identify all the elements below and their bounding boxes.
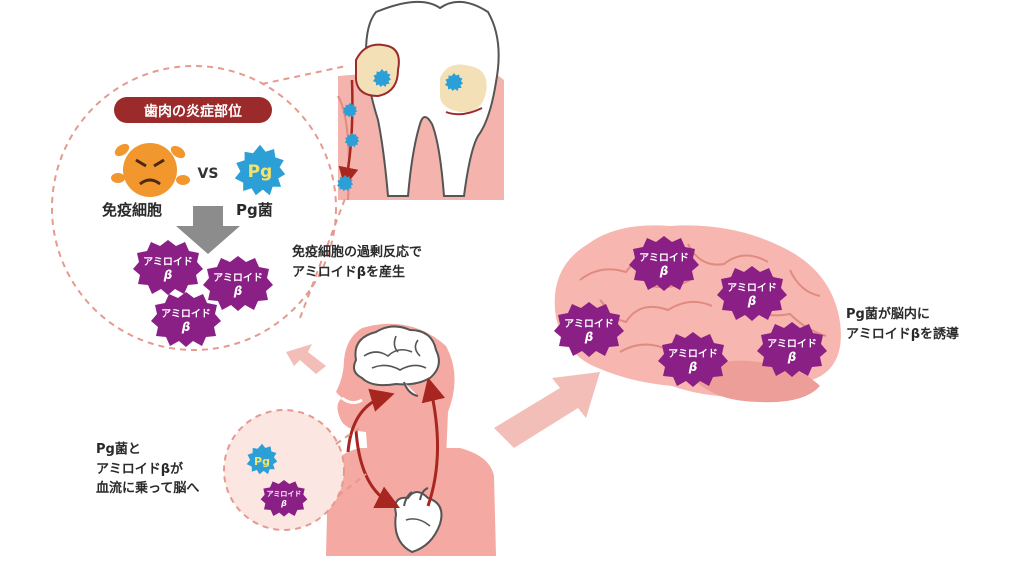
amyloid-label: β: [584, 330, 594, 344]
overreaction-caption-line2: アミロイドβを産生: [292, 264, 406, 280]
amyloid-label: β: [181, 320, 191, 334]
bloodstream-caption-line3: 血流に乗って脳へ: [96, 481, 200, 496]
pink-arrow-to-brain: [494, 372, 600, 448]
amyloid-label: アミロイド: [727, 282, 777, 294]
bloodstream-caption-line2: アミロイドβが: [96, 461, 184, 477]
gray-down-arrow: [176, 206, 240, 254]
amyloid-label: β: [659, 264, 669, 278]
pink-arrow-to-head: [286, 344, 326, 374]
immune-cell-icon: [111, 143, 190, 197]
plaque-right: [439, 64, 487, 113]
immune-cell-label: 免疫細胞: [102, 201, 163, 219]
tooth-gum-illustration: [337, 0, 504, 201]
brain-caption: Pg菌が脳内に アミロイドβを誘導: [846, 305, 959, 344]
amyloid-label: アミロイド: [767, 338, 817, 350]
bloodstream-caption: Pg菌と アミロイドβが 血流に乗って脳へ: [96, 440, 199, 499]
title-pill: [114, 97, 272, 123]
amyloid-badge-labels: アミロイド β アミロイド β アミロイド β アミロイド β アミロイド β …: [143, 252, 817, 508]
brain-caption-line2: アミロイドβを誘導: [846, 326, 960, 342]
pg-badge-text-small: Pg: [254, 455, 270, 468]
amyloid-label: β: [280, 499, 287, 508]
bloodstream-callout: [223, 409, 367, 531]
pg-bacteria-label: Pg菌: [236, 201, 273, 219]
amyloid-label: アミロイド: [161, 308, 211, 320]
amyloid-label: アミロイド: [639, 252, 689, 264]
title-pill-text: 歯肉の炎症部位: [144, 103, 242, 120]
amyloid-label: アミロイド: [213, 272, 263, 284]
amyloid-label: β: [747, 294, 757, 308]
plaque-left: [355, 43, 400, 98]
circulation-arrows: [346, 377, 446, 509]
bloodstream-caption-line1: Pg菌と: [96, 442, 141, 457]
overreaction-caption-line1: 免疫細胞の過剰反応で: [292, 245, 423, 260]
amyloid-label: β: [163, 268, 173, 282]
pg-badge-text: Pg: [248, 162, 273, 182]
amyloid-label: アミロイド: [668, 348, 718, 360]
amyloid-label: β: [688, 360, 698, 374]
amyloid-label: アミロイド: [267, 490, 302, 498]
amyloid-label: アミロイド: [143, 256, 193, 268]
amyloid-label: β: [787, 350, 797, 364]
versus-text: VS: [198, 166, 219, 182]
small-brain-icon: [353, 325, 440, 397]
amyloid-label: アミロイド: [564, 318, 614, 330]
brain-caption-line1: Pg菌が脳内に: [846, 307, 930, 322]
overreaction-caption: 免疫細胞の過剰反応で アミロイドβを産生: [292, 243, 422, 282]
amyloid-label: β: [233, 284, 243, 298]
heart-icon: [394, 487, 443, 554]
tooth: [364, 0, 500, 197]
